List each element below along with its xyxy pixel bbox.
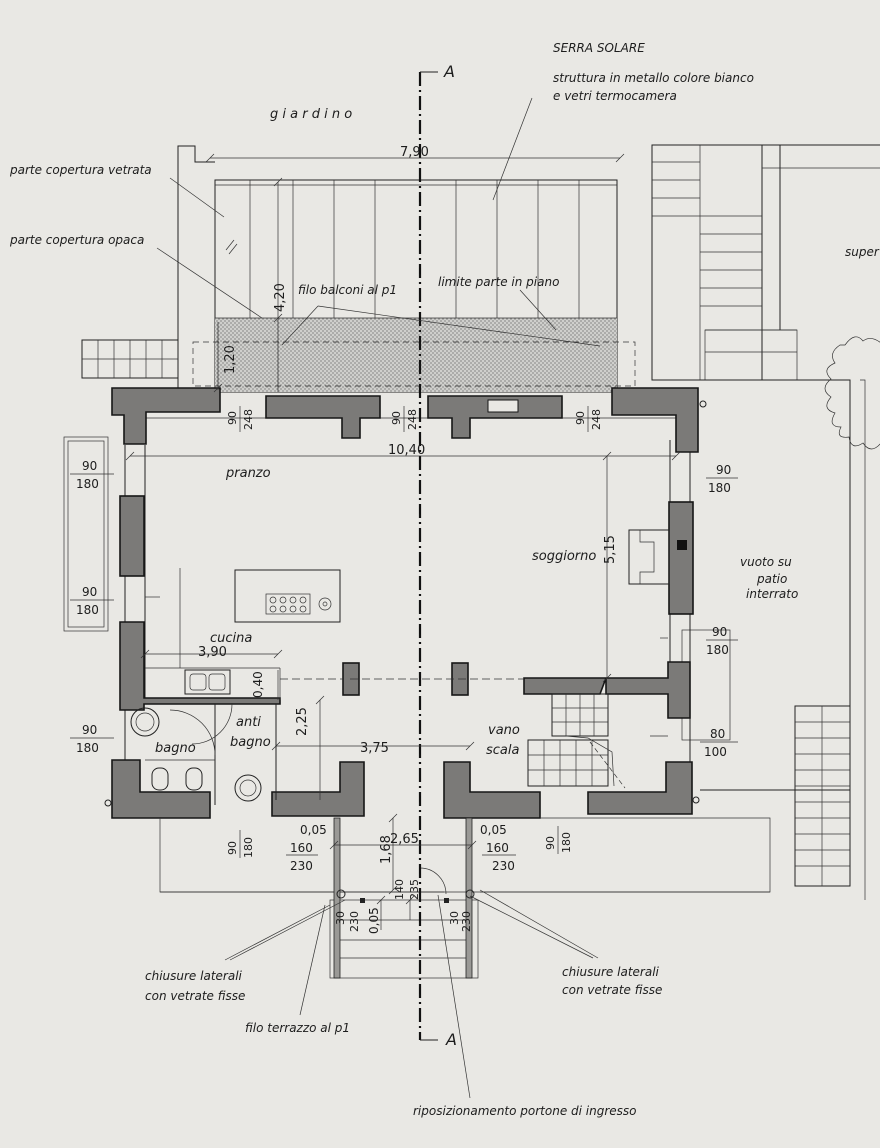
wtag-left2-b: 180: [76, 603, 99, 617]
dim-120: 1,20: [223, 345, 238, 374]
wtag-top3-a: 90: [574, 411, 587, 425]
wtag-left1-a: 90: [82, 459, 97, 473]
wtag-right2-b: 180: [706, 643, 729, 657]
greenhouse-structure: [81, 145, 636, 393]
wtag-top1-a: 90: [226, 411, 239, 425]
dim-040: 0,40: [251, 671, 265, 698]
serra-desc-1: struttura in metallo colore bianco: [553, 71, 754, 85]
dim-225: 2,25: [295, 707, 310, 736]
dim-1040: 10,40: [388, 443, 425, 458]
entrance-terrace: [159, 817, 771, 979]
wtag-bot1-b: 180: [242, 837, 255, 858]
dimension-texts: 7,90 10,40 3,90 3,75 2,65 0,05 0,05 4,20…: [198, 145, 618, 934]
wtag-bot2-a: 90: [544, 836, 557, 850]
kitchen-island: [234, 569, 341, 623]
wtag-door-l-a: 160: [290, 841, 313, 855]
building-walls: [104, 387, 707, 819]
dim-265: 2,65: [390, 832, 419, 847]
note-limite-piano: limite parte in piano: [438, 275, 559, 289]
wtag-top1-b: 248: [242, 409, 255, 430]
wtag-ent-r-b: 230: [460, 911, 473, 932]
dim-005a: 0,05: [300, 823, 327, 837]
dim-005c: 0,05: [367, 907, 381, 934]
room-anti-2: bagno: [230, 735, 271, 750]
bathroom-fixtures: [130, 703, 262, 802]
dim-790: 7,90: [400, 145, 429, 160]
serra-desc-2: e vetri termocamera: [553, 89, 677, 103]
opaque-roof-area: [215, 318, 617, 392]
dim-005b: 0,05: [480, 823, 507, 837]
external-stair-right: [651, 144, 880, 900]
room-vuoto-1: vuoto su: [740, 555, 792, 569]
note-chiusure-dx-1: chiusure laterali: [562, 965, 660, 979]
room-vano-2: scala: [486, 743, 519, 758]
room-vuoto-3: interrato: [746, 587, 798, 601]
note-copertura-opaca: parte copertura opaca: [9, 233, 144, 247]
dim-420: 4,20: [273, 283, 288, 312]
note-chiusure-sx-2: con vetrate fisse: [145, 989, 245, 1003]
wtag-bot1-a: 90: [226, 841, 239, 855]
room-cucina: cucina: [210, 631, 252, 646]
wtag-left3-a: 90: [82, 723, 97, 737]
section-mark-top: A: [443, 62, 455, 81]
dim-390: 3,90: [198, 645, 227, 660]
section-mark-bottom: A: [445, 1030, 457, 1049]
note-filo-balconi: filo balconi al p1: [298, 283, 397, 297]
wtag-door-r-a: 160: [486, 841, 509, 855]
wtag-top3-b: 248: [590, 409, 603, 430]
dim-375: 3,75: [360, 741, 389, 756]
wtag-top2-a: 90: [390, 411, 403, 425]
dimension-lines: [125, 153, 681, 930]
wtag-left3-b: 180: [76, 741, 99, 755]
wtag-door-l-b: 230: [290, 859, 313, 873]
wtag-left2-a: 90: [82, 585, 97, 599]
room-anti-1: anti: [236, 715, 261, 730]
section-axis-a: [418, 71, 438, 1041]
wtag-ent-c-b: 235: [408, 879, 421, 900]
garden-label: g i a r d i n o: [270, 107, 352, 122]
superficie-label: super: [845, 245, 880, 259]
wtag-ent-l-a: 30: [334, 911, 347, 925]
room-vuoto-2: patio: [756, 572, 787, 586]
wtag-top2-b: 248: [406, 409, 419, 430]
room-soggiorno: soggiorno: [532, 549, 596, 564]
note-chiusure-dx-2: con vetrate fisse: [562, 983, 662, 997]
interior-stair: [527, 693, 626, 789]
note-portone: riposizionamento portone di ingresso: [413, 1104, 637, 1118]
leader-lines: [156, 97, 601, 1099]
room-vano-1: vano: [488, 723, 520, 738]
note-filo-terrazzo: filo terrazzo al p1: [245, 1021, 350, 1035]
room-pranzo: pranzo: [225, 466, 271, 481]
note-chiusure-sx-1: chiusure laterali: [145, 969, 243, 983]
wtag-right2-a: 90: [712, 625, 727, 639]
wtag-right3-a: 80: [710, 727, 725, 741]
wtag-right1-a: 90: [716, 463, 731, 477]
note-copertura-vetrata: parte copertura vetrata: [9, 163, 152, 177]
kitchen-sink: [184, 669, 231, 695]
window-tag-texts: 90 248 90 248 90 248 90 180 90 180 90 18…: [76, 409, 731, 932]
wtag-right1-b: 180: [708, 481, 731, 495]
room-bagno: bagno: [155, 741, 196, 756]
wtag-right3-b: 100: [704, 745, 727, 759]
wtag-ent-c-a: 140: [393, 879, 406, 900]
wtag-left1-b: 180: [76, 477, 99, 491]
wtag-ent-l-b: 230: [348, 911, 361, 932]
wtag-door-r-b: 230: [492, 859, 515, 873]
wtag-ent-r-a: 30: [448, 911, 461, 925]
dim-515: 5,15: [603, 535, 618, 564]
dim-168: 1,68: [379, 835, 394, 864]
fireplace: [628, 529, 687, 585]
window-tag-lines: [70, 406, 738, 858]
wtag-bot2-b: 180: [560, 832, 573, 853]
serra-title: SERRA SOLARE: [553, 41, 645, 55]
annotation-texts: SERRA SOLARE struttura in metallo colore…: [9, 41, 880, 1118]
